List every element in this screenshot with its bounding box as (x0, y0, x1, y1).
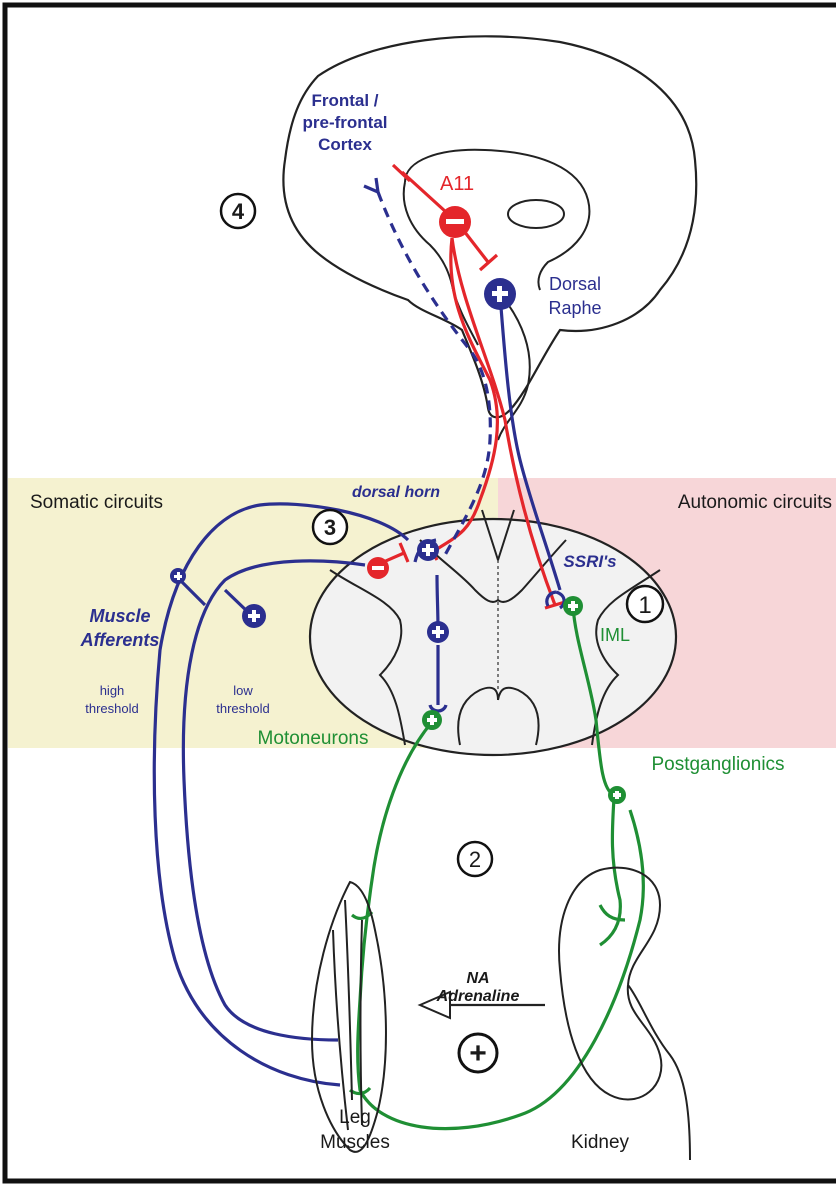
lt-plus-v (252, 610, 256, 622)
dorsal-raphe-label-line1: Dorsal (549, 274, 601, 294)
low-threshold-label-line2: threshold (216, 701, 269, 716)
interneuron-minus-sign (372, 566, 384, 570)
brain-inner-oval (508, 200, 564, 228)
iml-plus-v (571, 601, 575, 611)
cortex-label-line1: Frontal / (311, 91, 378, 110)
marker-two-text: 2 (469, 847, 481, 872)
autonomic-circuits-label: Autonomic circuits (678, 492, 832, 513)
pg-plus-v (615, 791, 619, 799)
marker-three-text: 3 (324, 515, 336, 540)
iml-label: IML (600, 625, 630, 645)
motoneurons-label: Motoneurons (258, 728, 369, 749)
dorsal-horn-label: dorsal horn (352, 484, 440, 501)
cortex-label-line2: pre-frontal (303, 113, 388, 132)
a11-label: A11 (440, 173, 474, 195)
somatic-circuits-label: Somatic circuits (30, 492, 163, 513)
a11-minus-sign (446, 219, 464, 224)
ht-plus-v (177, 572, 180, 580)
marker-one-text: 1 (638, 592, 651, 619)
marker-four-text: 4 (232, 199, 245, 224)
cortex-label-line3: Cortex (318, 135, 372, 154)
kidney-drawing (559, 868, 690, 1160)
mn-plus-v (430, 715, 434, 725)
muscle-afferents-label-line2: Afferents (80, 630, 160, 650)
muscle-afferents-label-line1: Muscle (89, 606, 150, 626)
na-label: NA (466, 970, 489, 987)
adrenaline-label: Adrenaline (436, 988, 520, 1005)
leg-muscles-label-line2: Muscles (320, 1132, 390, 1153)
marker-plus-text: + (469, 1037, 487, 1070)
raphe-plus-v (497, 286, 502, 302)
dh-plus-v (426, 544, 430, 556)
leg-muscles-label-line1: Leg (339, 1107, 371, 1128)
low-threshold-label-line1: low (233, 683, 253, 698)
kidney-label: Kidney (571, 1132, 630, 1153)
high-threshold-label-line1: high (100, 683, 125, 698)
postganglionics-label: Postganglionics (651, 754, 784, 775)
ssri-label: SSRI's (563, 552, 616, 571)
vi-plus-v (436, 626, 440, 638)
high-threshold-label-line2: threshold (85, 701, 138, 716)
dorsal-raphe-label-line2: Raphe (548, 298, 601, 318)
